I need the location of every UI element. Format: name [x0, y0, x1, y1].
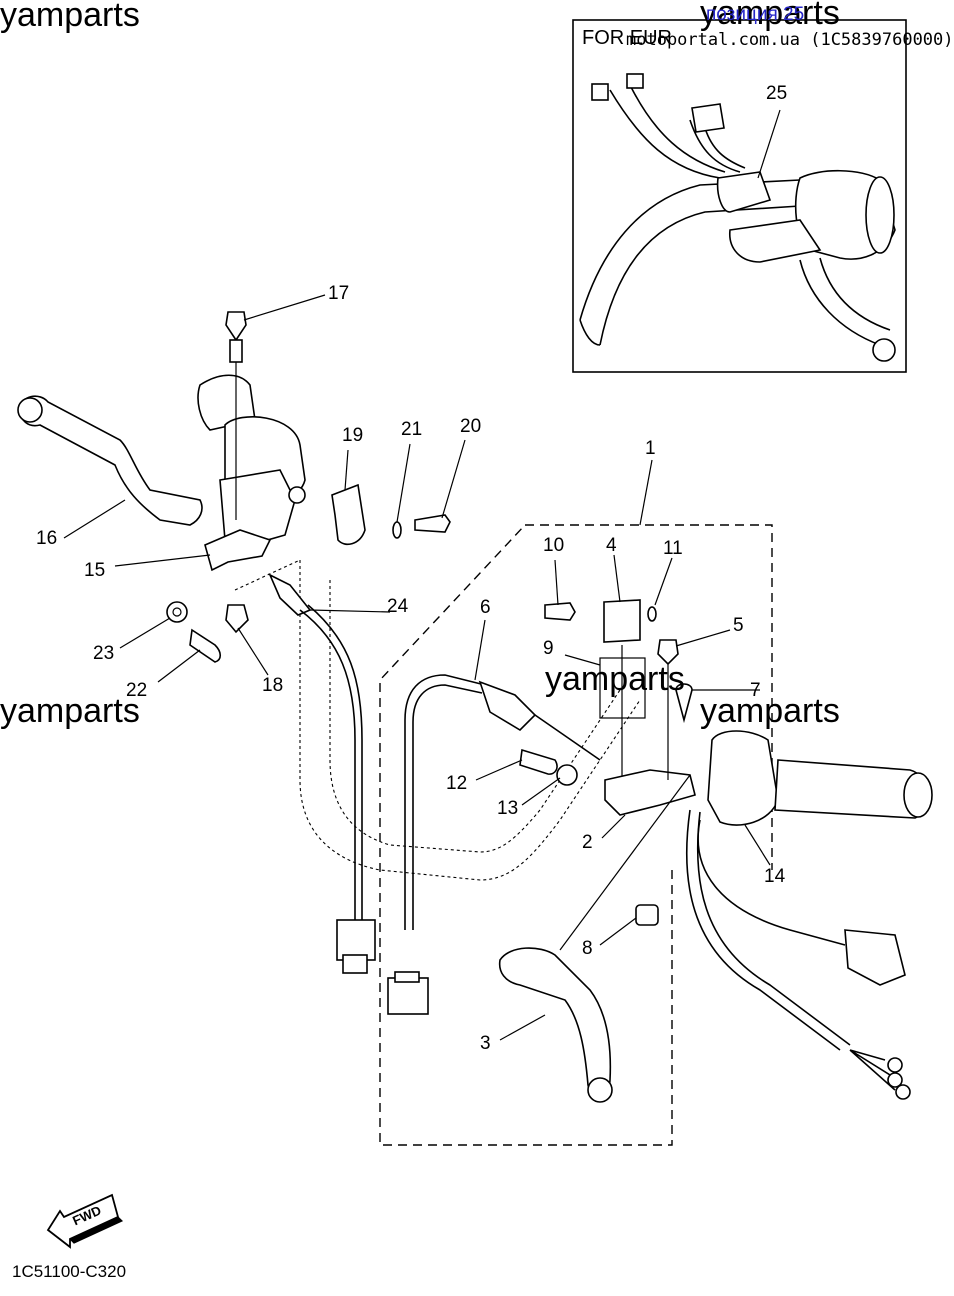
callout-25: 25 [766, 83, 788, 104]
callout-21: 21 [401, 419, 423, 440]
callout-19: 19 [342, 425, 364, 446]
callout-11: 11 [663, 538, 683, 559]
callout-1: 1 [645, 438, 656, 459]
watermark-top-left: yamparts [0, 0, 140, 34]
diagram-code: 1C51100-C320 [12, 1262, 127, 1281]
callout-5: 5 [733, 615, 744, 636]
callout-22: 22 [126, 680, 148, 701]
watermark-mid-center: yamparts [545, 660, 685, 698]
callout-10: 10 [543, 535, 565, 556]
callout-20: 20 [460, 416, 482, 437]
callout-9: 9 [543, 638, 554, 659]
callout-14: 14 [764, 866, 786, 887]
overlay-position-label: позиция 25 [706, 4, 805, 25]
watermark-top-right: yamparts [700, 0, 840, 32]
inset-title: FOR EUR [582, 27, 672, 49]
inset-frame [572, 19, 907, 373]
callout-7: 7 [750, 680, 761, 701]
callout-2: 2 [582, 832, 593, 853]
callout-3: 3 [480, 1033, 491, 1054]
callout-24: 24 [387, 596, 409, 617]
callout-18: 18 [262, 675, 284, 696]
callout-15: 15 [84, 560, 106, 581]
fwd-arrow-icon [46, 1193, 124, 1249]
callout-12: 12 [446, 773, 468, 794]
callout-17: 17 [328, 283, 350, 304]
callout-16: 16 [36, 528, 58, 549]
callout-13: 13 [497, 798, 519, 819]
watermark-mid-right: yamparts [700, 692, 840, 730]
callout-23: 23 [93, 643, 115, 664]
watermark-mid-left: yamparts [0, 692, 140, 730]
callout-6: 6 [480, 597, 491, 618]
overlay-source-label: motoportal.com.ua (1C5839760000) [626, 30, 954, 50]
callout-8: 8 [582, 938, 593, 959]
callout-4: 4 [606, 535, 617, 556]
